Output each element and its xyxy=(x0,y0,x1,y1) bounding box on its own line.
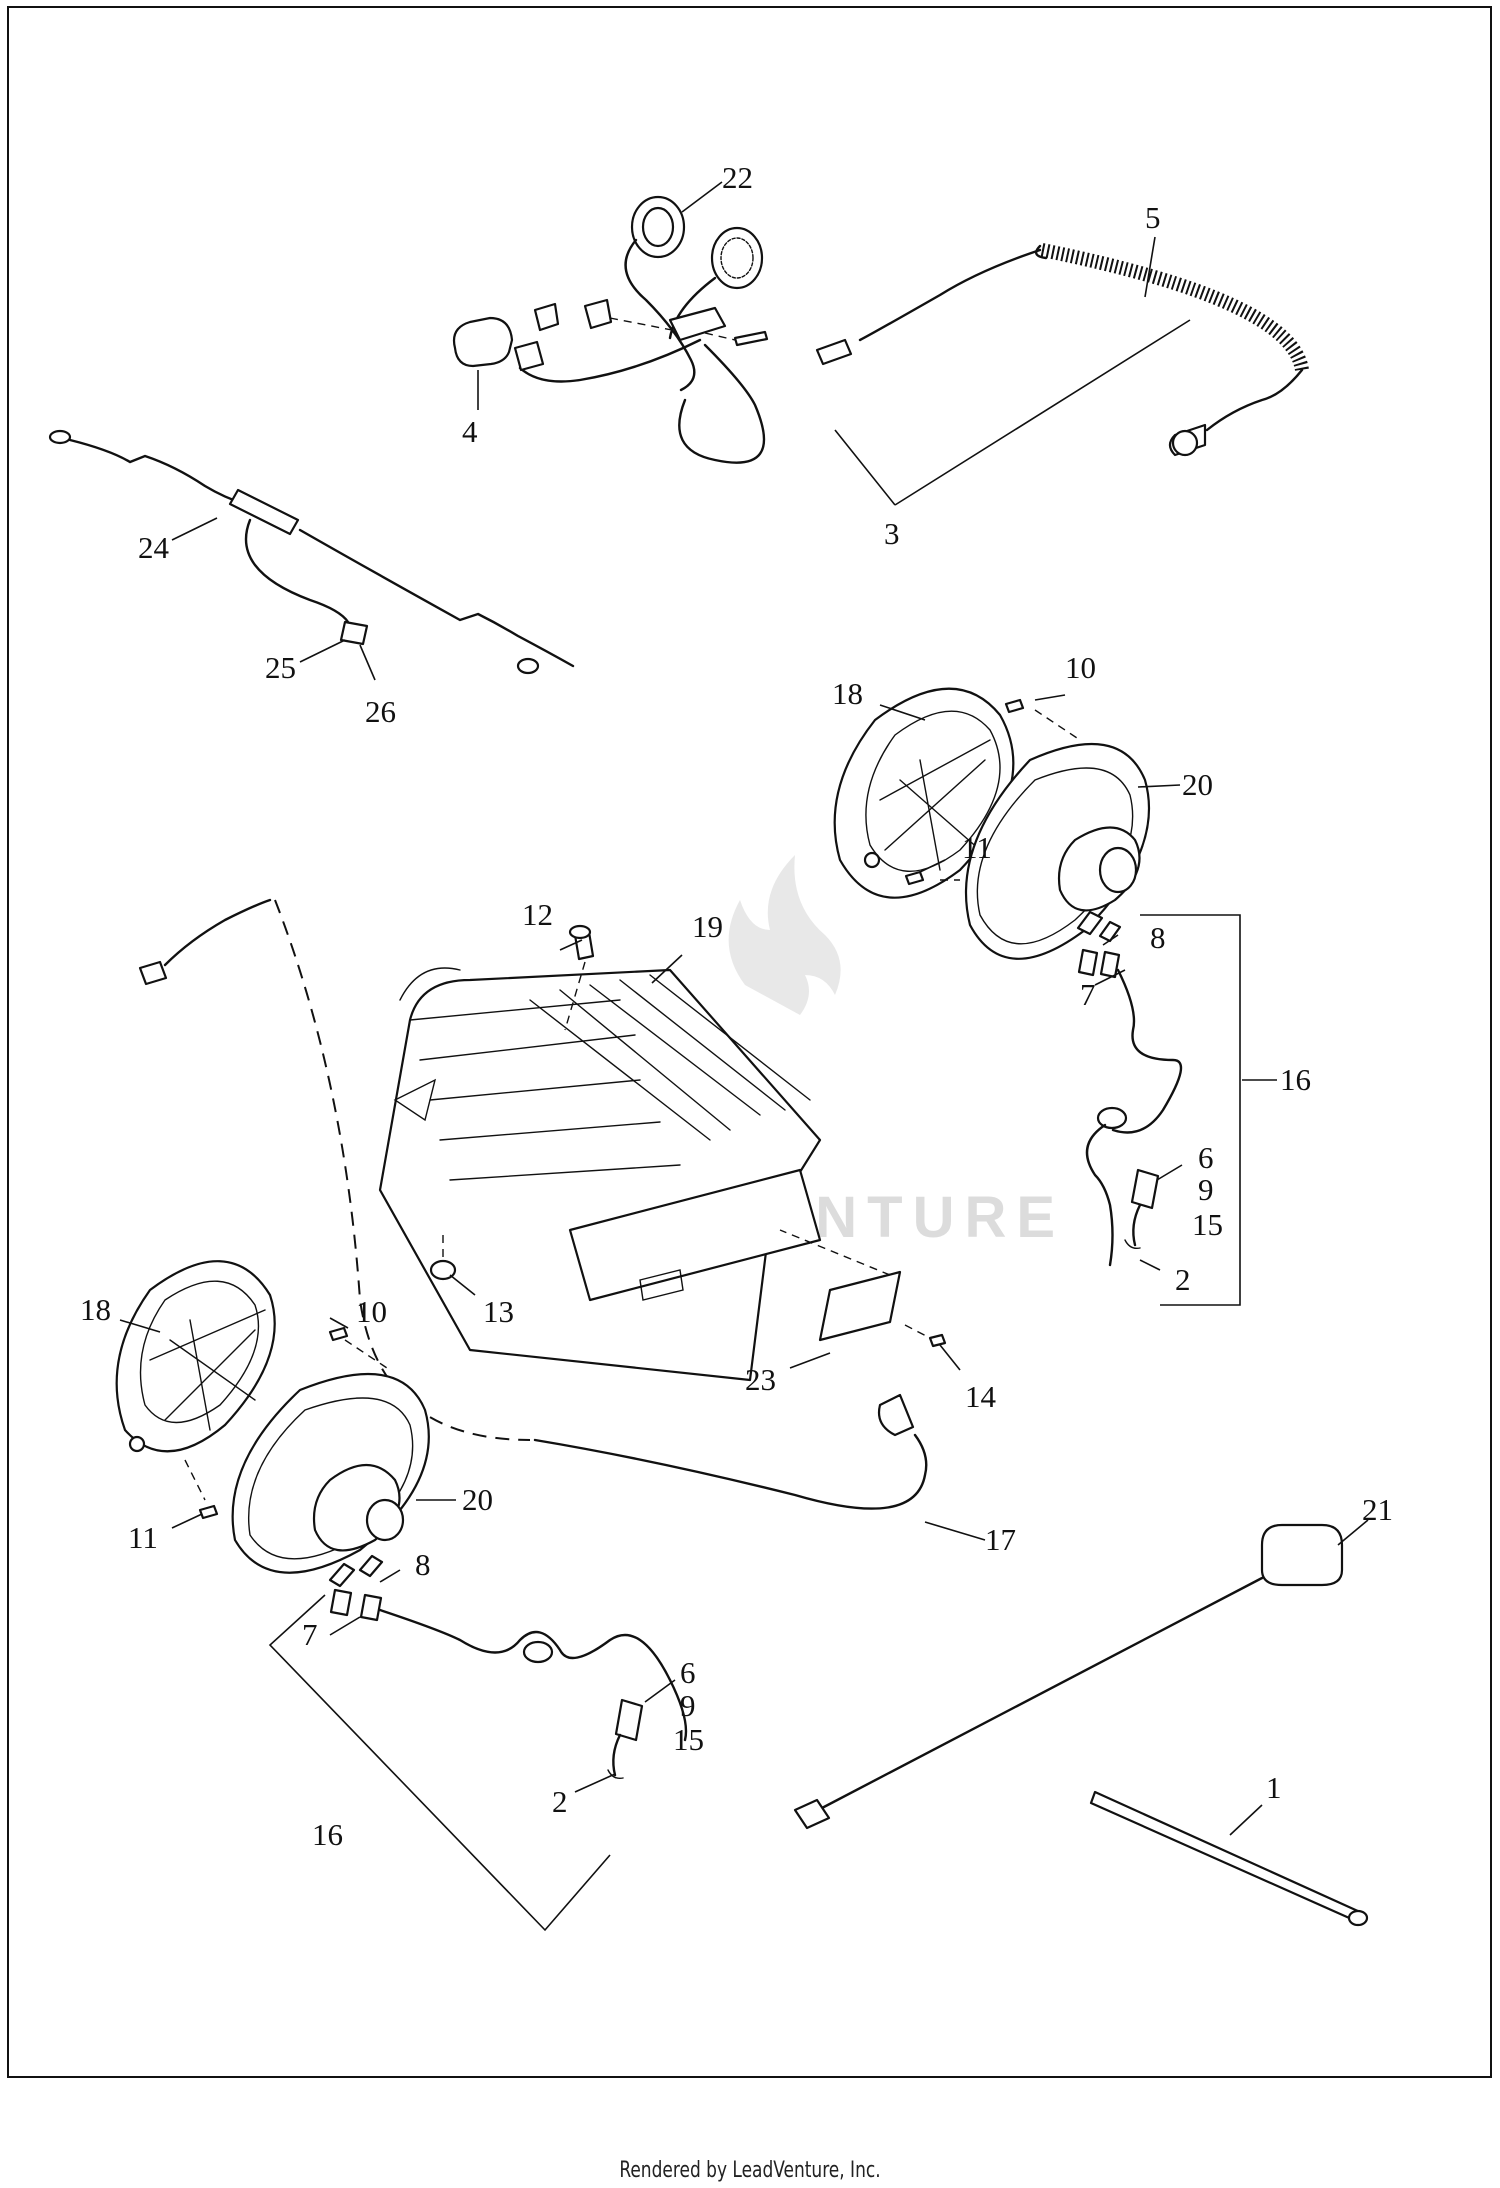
callout-8-upper: 8 xyxy=(1150,920,1166,955)
callout-18-lower: 18 xyxy=(80,1292,111,1327)
cable-tie xyxy=(1089,1790,1369,1927)
callout-24: 24 xyxy=(138,530,170,565)
speaker-plug-lower xyxy=(614,1698,644,1742)
callout-15-upper: 15 xyxy=(1192,1207,1223,1242)
callout-19: 19 xyxy=(692,909,723,944)
harness-module xyxy=(228,488,300,536)
callout-20-lower: 20 xyxy=(462,1482,493,1517)
callout-14: 14 xyxy=(965,1379,997,1414)
speaker-grille-upper xyxy=(833,687,1015,899)
callout-21: 21 xyxy=(1362,1492,1393,1527)
coiled-cord xyxy=(815,243,1309,457)
callout-10-lower: 10 xyxy=(356,1294,387,1329)
mic-cover xyxy=(452,316,514,368)
callout-labels: 22 5 4 3 24 25 26 10 18 20 11 8 7 16 6 9… xyxy=(80,160,1393,1852)
antenna-cable-plug xyxy=(877,1393,915,1437)
callout-11-upper: 11 xyxy=(962,830,992,865)
callout-13: 13 xyxy=(483,1294,514,1329)
leader-lines xyxy=(119,181,1369,1836)
amplifier-housing xyxy=(378,968,822,1382)
callout-6-lower: 6 xyxy=(680,1655,696,1690)
earpiece-right xyxy=(710,226,764,290)
callout-8-lower: 8 xyxy=(415,1547,431,1582)
callout-15-lower: 15 xyxy=(673,1722,704,1757)
callout-22: 22 xyxy=(722,160,753,195)
footer-credit: Rendered by LeadVenture, Inc. xyxy=(619,2158,881,2183)
callout-10-upper: 10 xyxy=(1065,650,1096,685)
callout-5: 5 xyxy=(1145,200,1161,235)
callout-3: 3 xyxy=(884,516,900,551)
bracket-16-upper xyxy=(1140,914,1241,1306)
callout-6-upper: 6 xyxy=(1198,1140,1214,1175)
callout-4: 4 xyxy=(462,414,478,449)
antenna-cable xyxy=(138,898,928,1510)
callout-1: 1 xyxy=(1266,1770,1282,1805)
grommet xyxy=(429,1259,457,1281)
callout-9-upper: 9 xyxy=(1198,1172,1214,1207)
callout-25: 25 xyxy=(265,650,296,685)
callout-16-upper: 16 xyxy=(1280,1062,1311,1097)
amplifier-assembly xyxy=(378,924,947,1382)
callout-20-upper: 20 xyxy=(1182,767,1213,802)
callout-7-upper: 7 xyxy=(1080,977,1096,1012)
speaker-grille-lower xyxy=(115,1260,276,1453)
gps-antenna-puck xyxy=(1260,1523,1344,1587)
speaker-plug-upper xyxy=(1130,1168,1160,1210)
mounting-bracket xyxy=(818,1270,902,1342)
diagram-frame xyxy=(7,6,1492,2078)
gps-antenna-connector xyxy=(793,1798,831,1830)
callout-2-lower: 2 xyxy=(552,1784,568,1819)
callout-17: 17 xyxy=(985,1522,1016,1557)
gps-antenna xyxy=(793,1523,1344,1830)
callout-11-lower: 11 xyxy=(128,1520,158,1555)
callout-23: 23 xyxy=(745,1362,776,1397)
callout-2-upper: 2 xyxy=(1175,1262,1191,1297)
power-harness xyxy=(48,429,575,675)
callout-26: 26 xyxy=(365,694,396,729)
headset-assembly xyxy=(452,195,769,464)
speaker-assembly-upper xyxy=(833,687,1183,1267)
callout-16-lower: 16 xyxy=(312,1817,343,1852)
harness-connector xyxy=(339,620,369,646)
callout-9-lower: 9 xyxy=(680,1688,696,1723)
bracket-16-lower xyxy=(268,1594,611,1932)
callout-18-upper: 18 xyxy=(832,676,863,711)
control-box xyxy=(668,306,727,342)
callout-12: 12 xyxy=(522,897,553,932)
cord-plug-left xyxy=(815,338,853,366)
speaker-assembly-lower xyxy=(115,1260,688,1780)
callout-7-lower: 7 xyxy=(302,1617,318,1652)
